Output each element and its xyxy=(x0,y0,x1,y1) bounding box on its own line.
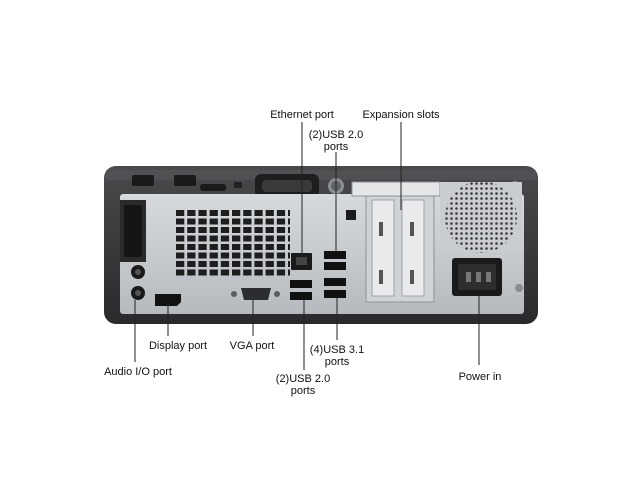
label-usb31: (4)USB 3.1 ports xyxy=(304,344,370,368)
label-ethernet-port: Ethernet port xyxy=(270,109,334,121)
label-usb20-top: (2)USB 2.0 ports xyxy=(303,129,369,153)
label-usb20-bottom-line1: (2)USB 2.0 xyxy=(275,373,331,385)
display-port-connector xyxy=(155,294,181,306)
label-audio-io-port: Audio I/O port xyxy=(104,366,172,378)
audio-io-jacks xyxy=(131,265,145,300)
label-usb20-top-line1: (2)USB 2.0 xyxy=(308,129,364,141)
psu-fan-grille xyxy=(440,181,522,253)
label-display-port: Display port xyxy=(148,340,208,352)
label-usb20-bottom: (2)USB 2.0 ports xyxy=(270,373,336,397)
label-vga-port: VGA port xyxy=(229,340,275,352)
leader-lines xyxy=(134,122,480,370)
label-expansion-slots: Expansion slots xyxy=(362,109,440,121)
label-usb31-line1: (4)USB 3.1 xyxy=(309,344,365,356)
power-inlet xyxy=(452,258,523,296)
usb-ports xyxy=(290,251,346,300)
label-usb31-line2: ports xyxy=(324,356,350,368)
ethernet-jack xyxy=(291,253,312,270)
vga-connector xyxy=(231,288,280,300)
label-usb20-bottom-line2: ports xyxy=(290,385,316,397)
label-power-in: Power in xyxy=(458,371,502,383)
label-usb20-top-line2: ports xyxy=(323,141,349,153)
expansion-slots xyxy=(351,181,441,303)
